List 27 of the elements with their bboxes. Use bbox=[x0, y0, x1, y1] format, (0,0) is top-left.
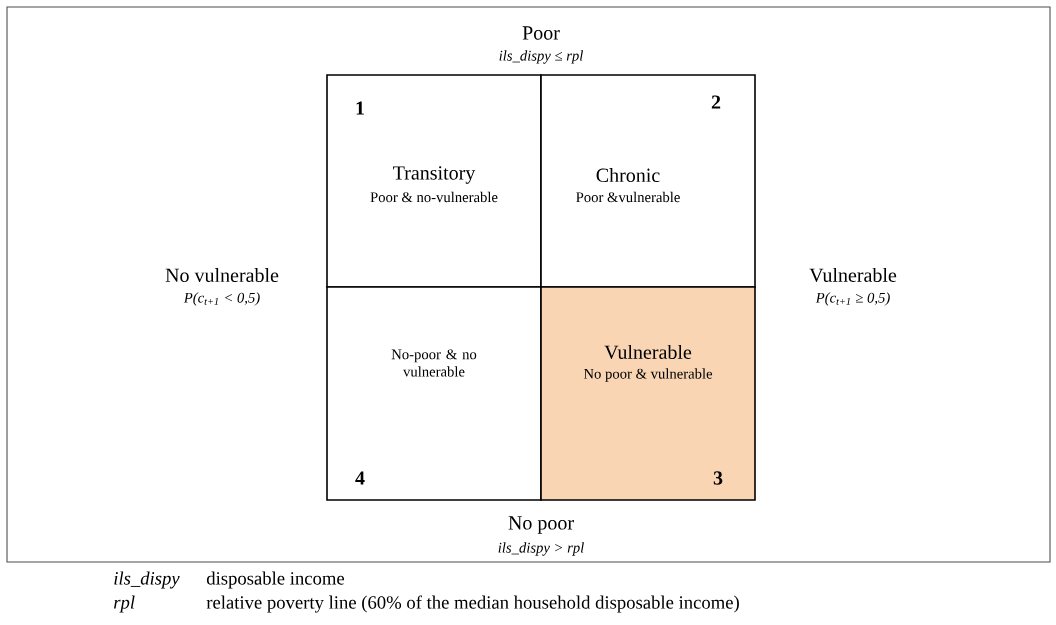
legend-description: relative poverty line (60% of the median household disposable income) bbox=[206, 595, 739, 613]
quadrant-box bbox=[326, 74, 542, 288]
quadrant-title: Transitory bbox=[393, 166, 476, 184]
number-label: 1 bbox=[356, 101, 364, 115]
quadrant-title: Chronic bbox=[596, 168, 660, 183]
legend-symbol: ils_dispy bbox=[114, 571, 180, 589]
number-label: 3 bbox=[713, 471, 723, 485]
quadrant-subtitle: Poor &vulnerable bbox=[576, 191, 680, 203]
legend-description: disposable income bbox=[206, 571, 345, 589]
axis-label: Vulnerable bbox=[809, 267, 897, 283]
condition-formula: ils_dispy > rpl bbox=[498, 542, 584, 556]
number-label: 4 bbox=[355, 471, 365, 485]
legend-symbol: rpl bbox=[114, 595, 135, 613]
quadrant-subtitle: No poor & vulnerable bbox=[583, 368, 713, 382]
axis-label: No poor bbox=[508, 516, 574, 534]
axis-label: No vulnerable bbox=[165, 268, 279, 283]
quadrant-subtitle: Poor & no-vulnerable bbox=[370, 191, 498, 203]
quadrant-box bbox=[540, 74, 756, 288]
axis-label: Poor bbox=[522, 26, 560, 40]
condition-formula: P(c$_{t+1}$ ≥ 0,5) bbox=[815, 292, 890, 306]
quadrant-box bbox=[540, 286, 756, 501]
quadrant-box bbox=[326, 286, 542, 501]
quadrant-title: Vulnerable bbox=[604, 344, 692, 360]
condition-formula: ils_dispy ≤ rpl bbox=[499, 50, 583, 64]
condition-formula: P(c$_{t+1}$ < 0,5) bbox=[183, 292, 260, 306]
quadrant-subtitle: No-poor & no vulnerable bbox=[391, 349, 477, 377]
number-label: 2 bbox=[711, 95, 721, 109]
